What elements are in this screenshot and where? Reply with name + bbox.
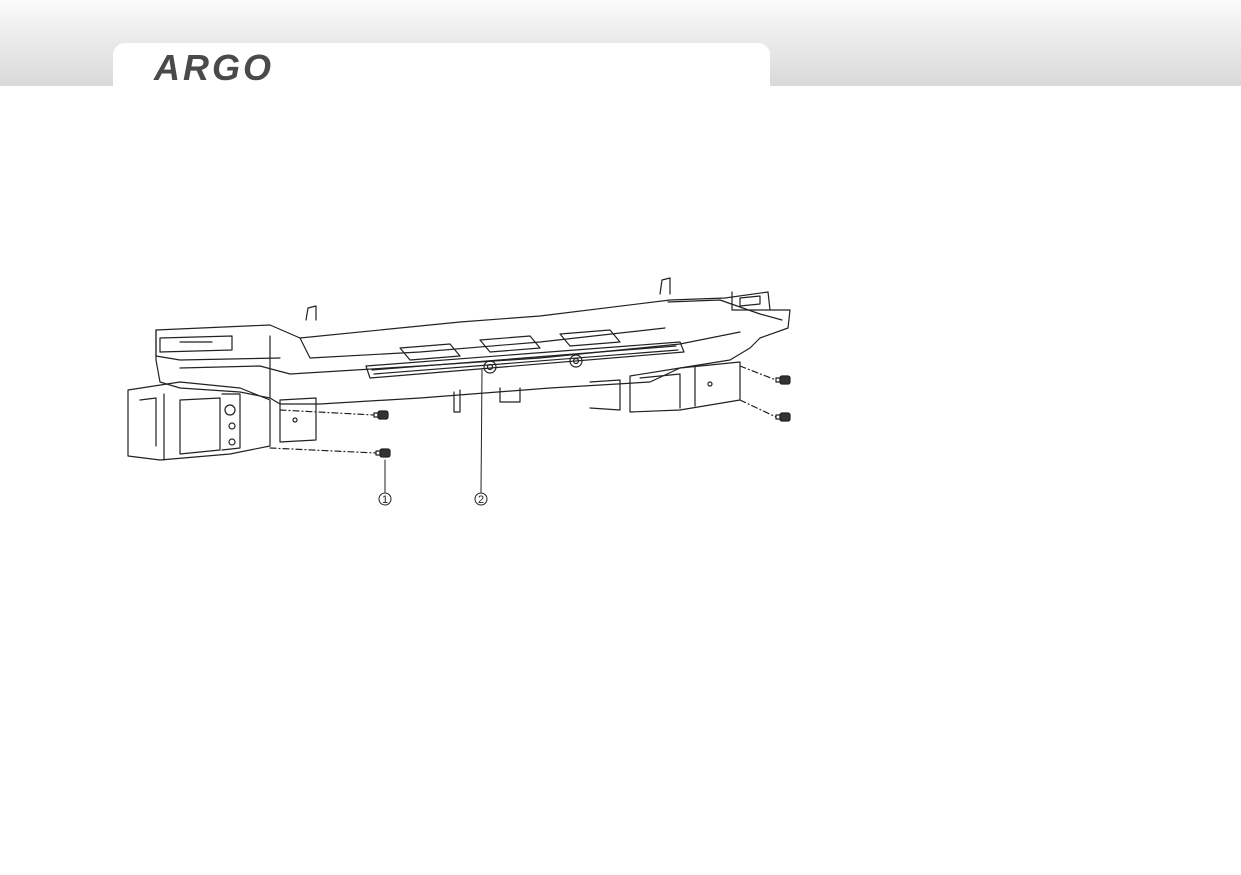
tow-hooks xyxy=(305,277,671,321)
left-end-bracket xyxy=(127,381,317,461)
header-tab xyxy=(113,43,770,86)
callout-1: 1 xyxy=(378,492,392,506)
argo-logo: ARGO xyxy=(153,49,274,83)
bolt-left-lower xyxy=(375,448,391,458)
callout-2-label: 2 xyxy=(478,494,484,506)
center-tabs xyxy=(453,387,521,413)
right-end-bracket xyxy=(589,361,741,413)
crossmember-body xyxy=(155,291,791,405)
callout-2: 2 xyxy=(474,492,488,506)
slotted-rail xyxy=(365,329,685,379)
bolts xyxy=(373,375,791,458)
bolt-right-lower xyxy=(775,412,791,422)
callout-leaders xyxy=(384,369,483,493)
logo-text: ARGO xyxy=(153,49,274,83)
callout-1-label: 1 xyxy=(382,494,388,506)
bolt-leader-lines xyxy=(269,365,777,454)
crossmember-diagram: 1 2 xyxy=(127,277,791,506)
bolt-left-upper xyxy=(373,410,389,420)
bolt-right-upper xyxy=(775,375,791,385)
